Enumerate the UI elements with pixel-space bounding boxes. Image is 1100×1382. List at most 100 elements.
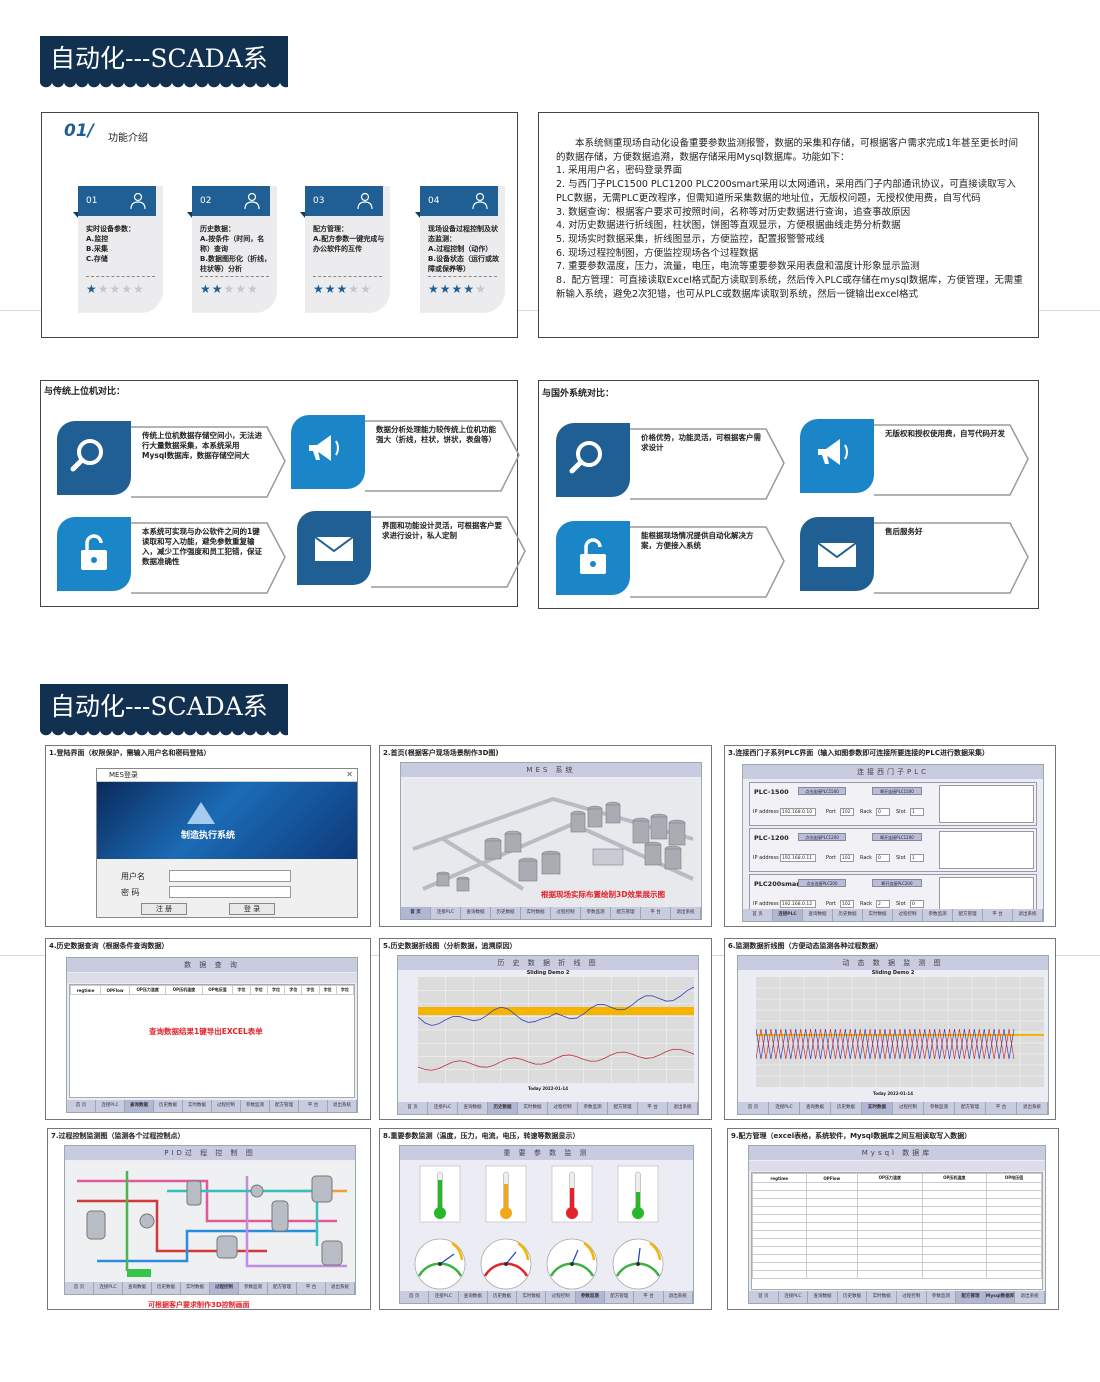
nav-item[interactable]: 连接PLC [779,1291,809,1303]
nav-item[interactable]: 连接PLC [429,1291,459,1303]
table-row[interactable] [752,1198,1043,1207]
table-row[interactable] [752,1214,1043,1223]
table-row[interactable] [752,1182,1043,1191]
slot-input[interactable]: 1 [910,808,924,816]
nav-item[interactable]: 连接PLC [94,1282,123,1294]
nav-item[interactable]: 退出系统 [664,1291,693,1303]
disconnect-plc-button[interactable]: 断开连接PLC1200 [872,833,922,841]
password-input[interactable] [169,886,291,898]
nav-item[interactable]: 配方管理 [955,1102,986,1114]
nav-item[interactable]: 配方管理 [608,1102,638,1114]
nav-item[interactable]: 过程控制 [210,1282,239,1294]
nav-item[interactable]: 连接PLC [773,909,803,921]
port-input[interactable]: 102 [840,808,854,816]
nav-item[interactable]: 退出系统 [1017,1102,1048,1114]
slot-input[interactable]: 1 [910,854,924,862]
port-input[interactable]: 102 [840,854,854,862]
nav-item[interactable]: 配方管理 [611,907,641,919]
nav-item[interactable]: 过程控制 [897,1291,927,1303]
nav-item[interactable]: 平 台 [638,1102,668,1114]
nav-item[interactable]: 首 页 [67,1100,96,1112]
nav-item[interactable]: 历史数据 [152,1282,181,1294]
nav-item[interactable]: 平 台 [986,1102,1017,1114]
nav-item[interactable]: 实时数据 [181,1282,210,1294]
nav-item[interactable]: 过程控制 [893,1102,924,1114]
rack-input[interactable]: 2 [876,900,890,908]
table-row[interactable] [752,1246,1043,1255]
nav-item[interactable]: 过程控制 [546,1291,576,1303]
nav-item[interactable]: 参数监测 [578,1102,608,1114]
connect-plc-button[interactable]: 点击连接PLC1200 [798,833,846,841]
slot-input[interactable]: 0 [910,900,924,908]
nav-item[interactable]: 查询数据 [459,1291,488,1303]
nav-item[interactable]: 过程控制 [548,1102,578,1114]
nav-item[interactable]: 历史数据 [833,909,863,921]
table-row[interactable] [752,1230,1043,1239]
nav-item[interactable]: 配方管理 [268,1282,297,1294]
nav-item[interactable]: 首 页 [400,1291,430,1303]
nav-item[interactable]: 配方管理 [953,909,983,921]
table-row[interactable] [752,1262,1043,1271]
nav-item[interactable]: 首 页 [738,1102,769,1114]
nav-item[interactable]: 查询数据 [800,1102,831,1114]
nav-item[interactable]: 参数监测 [581,907,611,919]
nav-item[interactable]: 查询数据 [808,1291,838,1303]
ip-input[interactable]: 192.168.0.12 [780,900,816,908]
nav-item[interactable]: 参数监测 [923,909,953,921]
nav-item[interactable]: 实时数据 [867,1291,897,1303]
nav-item[interactable]: 退出系统 [326,1282,355,1294]
rack-input[interactable]: 0 [876,808,890,816]
nav-item[interactable]: 查询数据 [123,1282,152,1294]
rack-input[interactable]: 0 [876,854,890,862]
nav-item[interactable]: 退出系统 [671,907,701,919]
nav-item[interactable]: 连接PLC [769,1102,800,1114]
ip-input[interactable]: 192.168.0.11 [780,854,816,862]
nav-item[interactable]: 查询数据 [461,907,491,919]
nav-item[interactable]: 实时数据 [521,907,551,919]
register-button[interactable]: 注 册 [141,903,187,915]
nav-item[interactable]: 查询数据 [125,1100,154,1112]
port-input[interactable]: 102 [840,900,854,908]
nav-item[interactable]: 参数监测 [924,1102,955,1114]
nav-item[interactable]: 历史数据 [154,1100,183,1112]
nav-item[interactable]: 历史数据 [491,907,521,919]
nav-item[interactable]: 退出系统 [328,1100,357,1112]
nav-item[interactable]: 配方管理 [605,1291,635,1303]
nav-item[interactable]: 历史数据 [838,1291,868,1303]
nav-item[interactable]: 连接PLC [431,907,461,919]
nav-item[interactable]: 实时数据 [863,909,893,921]
nav-item[interactable]: Mysql数据库 [985,1291,1016,1303]
nav-item[interactable]: 历史数据 [831,1102,862,1114]
nav-item[interactable]: 过程控制 [212,1100,241,1112]
table-row[interactable] [752,1222,1043,1231]
ip-input[interactable]: 192.168.0.10 [780,808,816,816]
connect-plc-button[interactable]: 点击连接PLC1500 [798,787,846,795]
nav-item[interactable]: 平 台 [641,907,671,919]
nav-item[interactable]: 实时数据 [517,1291,547,1303]
table-row[interactable] [752,1270,1043,1279]
nav-item[interactable]: 历史数据 [488,1291,518,1303]
query-toolbar[interactable] [67,973,357,983]
nav-item[interactable]: 退出系统 [1015,1291,1045,1303]
nav-item[interactable]: 实时数据 [862,1102,893,1114]
nav-item[interactable]: 实时数据 [518,1102,548,1114]
table-row[interactable] [752,1206,1043,1215]
table-row[interactable] [752,1254,1043,1263]
nav-item[interactable]: 过程控制 [893,909,923,921]
mysql-toolbar[interactable] [749,1161,1045,1171]
nav-item[interactable]: 过程控制 [551,907,581,919]
disconnect-plc-button[interactable]: 断开连接PLC200 [872,879,922,887]
nav-item[interactable]: 退出系统 [1013,909,1043,921]
disconnect-plc-button[interactable]: 断开连接PLC1500 [872,787,922,795]
nav-item[interactable]: 平 台 [299,1100,328,1112]
nav-item[interactable]: 平 台 [983,909,1013,921]
nav-item[interactable]: 首 页 [65,1282,94,1294]
table-row[interactable] [752,1190,1043,1199]
connect-plc-button[interactable]: 点击连接PLC200 [798,879,846,887]
nav-item[interactable]: 查询数据 [458,1102,488,1114]
nav-item[interactable]: 平 台 [297,1282,326,1294]
nav-item[interactable]: 首 页 [749,1291,779,1303]
nav-item[interactable]: 参数监测 [241,1100,270,1112]
login-button[interactable]: 登 录 [229,903,275,915]
nav-item[interactable]: 配方管理 [956,1291,986,1303]
